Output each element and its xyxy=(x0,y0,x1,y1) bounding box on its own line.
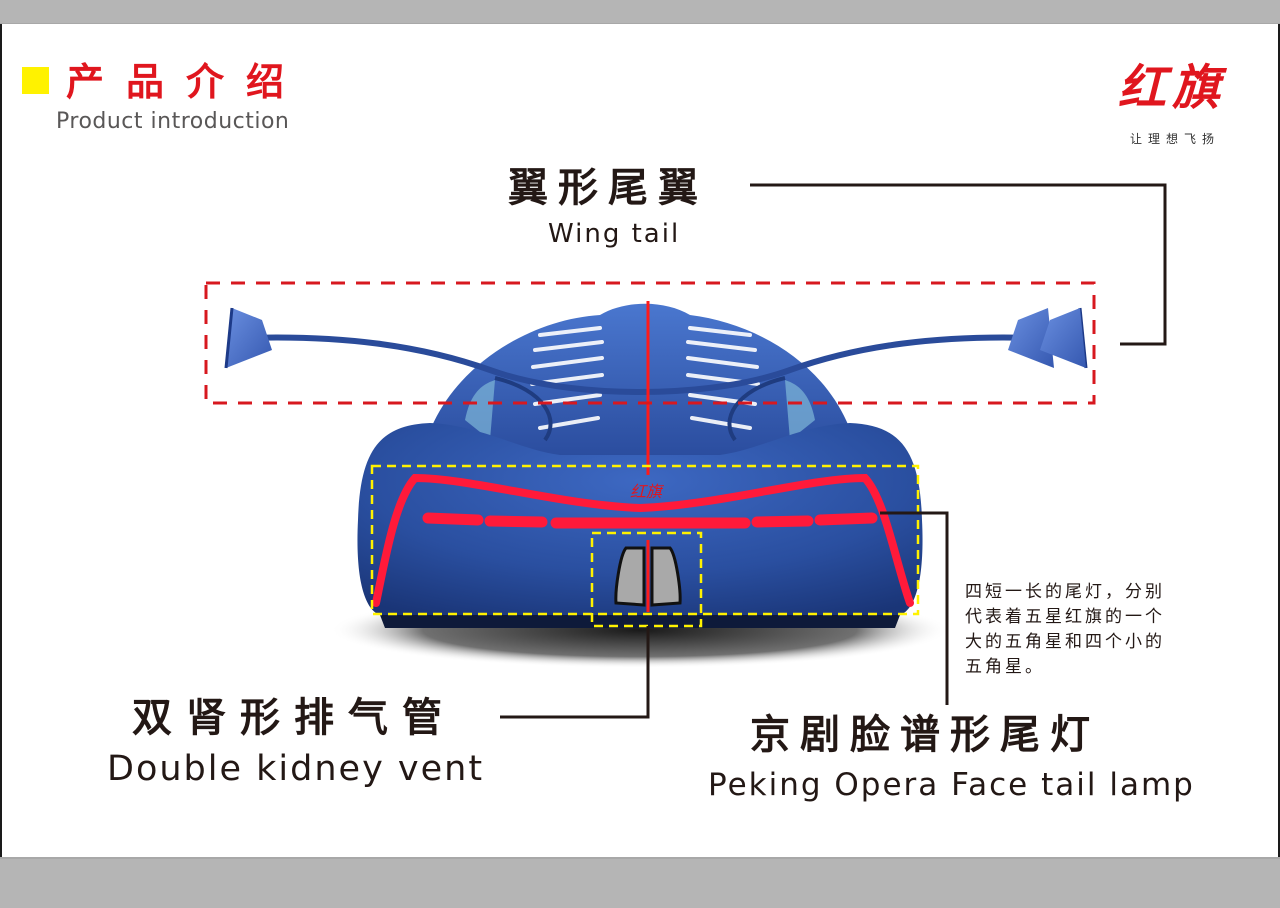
kidney-vents xyxy=(614,540,682,612)
page-title-en: Product introduction xyxy=(56,109,290,134)
description-line: 大的五角星和四个小的 xyxy=(965,632,1165,652)
description-line: 代表着五星红旗的一个 xyxy=(965,607,1165,627)
page-title-cn: 产品介绍 xyxy=(66,60,307,104)
description-line: 五角星。 xyxy=(965,657,1045,677)
wing-highlight-box xyxy=(204,281,1096,405)
description-line: 四短一长的尾灯，分别 xyxy=(965,582,1165,602)
logo-slogan: 让理想飞扬 xyxy=(1130,132,1221,146)
tail-lamp-face xyxy=(372,473,914,607)
lamp-leader xyxy=(880,511,949,705)
leader-lines xyxy=(500,183,1167,719)
tail-lamp-highlight-box xyxy=(370,464,920,616)
hongqi-logo: 红旗 xyxy=(1118,60,1227,116)
vent-label-cn: 双肾形排气管 xyxy=(132,695,456,741)
wing-struts xyxy=(494,376,786,442)
car-badge: 红旗 xyxy=(630,482,665,501)
bottom-bar xyxy=(0,857,1280,908)
car-dome xyxy=(420,303,860,470)
wing-tail-label-cn: 翼形尾翼 xyxy=(508,165,708,211)
wing-tail-label-en: Wing tail xyxy=(548,219,681,249)
tail-lamp-label-en: Peking Opera Face tail lamp xyxy=(708,767,1195,803)
tail-lamp-description: 四短一长的尾灯，分别 代表着五星红旗的一个 大的五角星和四个小的 五角星。 xyxy=(965,580,1230,680)
wing-leader xyxy=(750,183,1167,346)
tail-lamp-label-cn: 京剧脸谱形尾灯 xyxy=(750,712,1100,758)
accent-square xyxy=(22,67,49,94)
rear-wing xyxy=(224,307,1088,396)
top-bar xyxy=(0,0,1280,24)
vent-leader xyxy=(500,626,650,719)
tail-lamp-bars xyxy=(422,512,878,529)
vent-label-en: Double kidney vent xyxy=(107,749,485,789)
